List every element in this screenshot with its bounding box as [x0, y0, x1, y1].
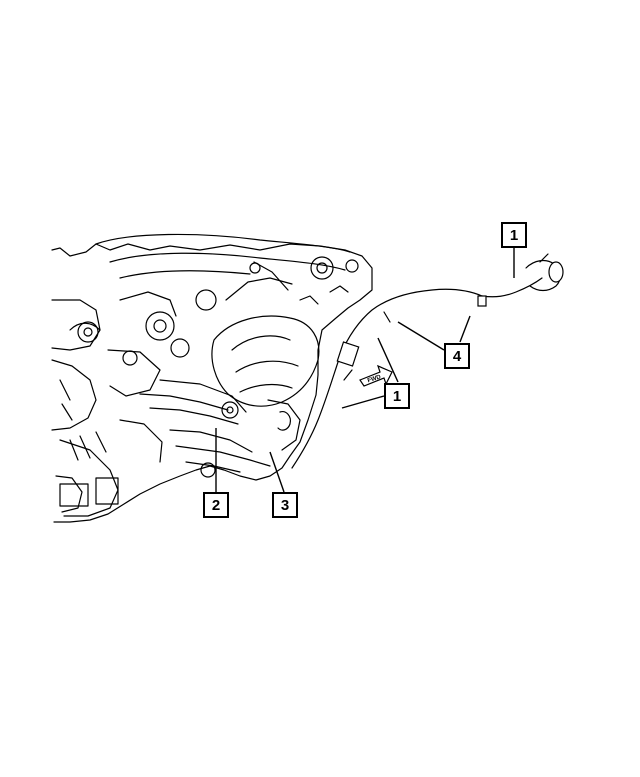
callout-2-fastener: 2 — [203, 492, 229, 518]
forward-direction-arrow — [359, 364, 393, 387]
callout-4-clip: 4 — [444, 343, 470, 369]
forward-label: FWD — [367, 374, 382, 384]
sensor-wiring-harness — [291, 253, 564, 469]
callout-1-harness: 1 — [384, 383, 410, 409]
callout-3-fastener: 3 — [272, 492, 298, 518]
leader-lines — [215, 248, 515, 493]
engine-assembly-illustration — [51, 233, 373, 523]
callout-1-sensor: 1 — [501, 222, 527, 248]
